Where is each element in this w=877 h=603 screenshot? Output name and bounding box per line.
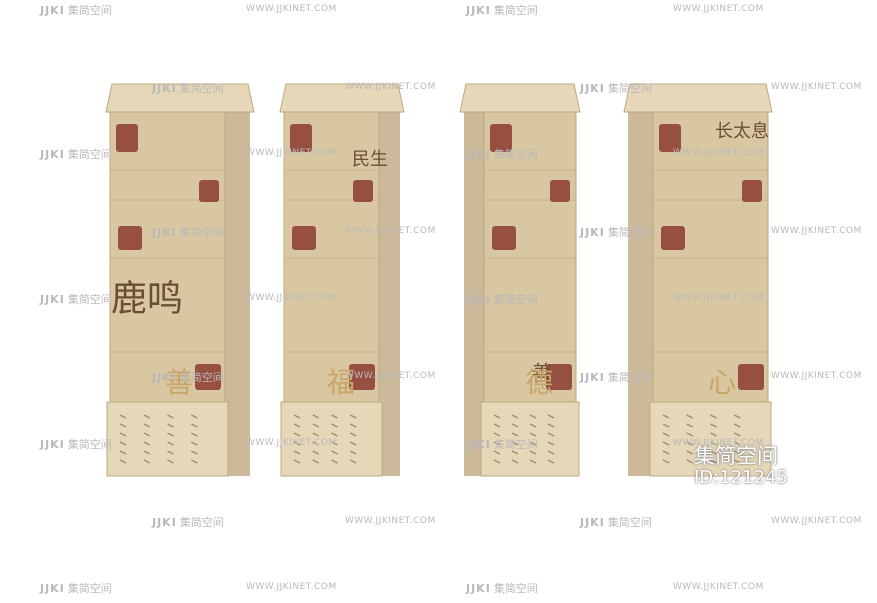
watermark-site: WWW.JJKINET.COM: [673, 293, 764, 303]
carved-characters: 德: [525, 366, 553, 399]
seal-stamp: [353, 180, 373, 202]
seal-stamp: [550, 180, 570, 202]
carved-characters: 心: [708, 366, 736, 399]
watermark-site: WWW.JJKINET.COM: [673, 582, 764, 592]
pillar-1: 鹿鸣善: [105, 83, 255, 477]
watermark-site: WWW.JJKINET.COM: [246, 148, 337, 158]
seal-stamp: [195, 364, 221, 390]
watermark-site: WWW.JJKINET.COM: [345, 371, 436, 381]
seal-stamp: [659, 124, 681, 152]
watermark-site: WWW.JJKINET.COM: [345, 226, 436, 236]
seal-stamp: [492, 226, 516, 250]
watermark-site: WWW.JJKINET.COM: [246, 438, 337, 448]
watermark-site: WWW.JJKINET.COM: [345, 82, 436, 92]
carved-characters: 善: [532, 362, 553, 386]
seal-stamp: [118, 226, 142, 250]
seal-stamp: [199, 180, 219, 202]
watermark-site: WWW.JJKINET.COM: [771, 82, 862, 92]
carved-characters: 长太息: [715, 121, 769, 142]
watermark-site: WWW.JJKINET.COM: [246, 293, 337, 303]
carved-characters: 民生: [352, 149, 388, 170]
watermark-site: WWW.JJKINET.COM: [673, 438, 764, 448]
pillar-2: 民生福: [279, 83, 405, 477]
seal-stamp: [349, 364, 375, 390]
watermark-site: WWW.JJKINET.COM: [771, 226, 862, 236]
seal-stamp: [290, 124, 312, 152]
seal-stamp: [738, 364, 764, 390]
watermark-site: WWW.JJKINET.COM: [673, 148, 764, 158]
seal-stamp: [292, 226, 316, 250]
seal-stamp: [546, 364, 572, 390]
watermark-site: WWW.JJKINET.COM: [771, 371, 862, 381]
watermark-site: WWW.JJKINET.COM: [246, 582, 337, 592]
seal-stamp: [742, 180, 762, 202]
id-watermark: ID:121245: [694, 467, 788, 488]
carved-characters: 鹿鸣: [111, 278, 183, 319]
pillar-3: 善德: [459, 83, 581, 477]
seal-stamp: [116, 124, 138, 152]
brand-watermark: 集简空间: [694, 444, 778, 468]
watermark-site: WWW.JJKINET.COM: [673, 4, 764, 14]
seal-stamp: [490, 124, 512, 152]
watermark-site: WWW.JJKINET.COM: [345, 516, 436, 526]
seal-stamp: [661, 226, 685, 250]
watermark-site: WWW.JJKINET.COM: [246, 4, 337, 14]
watermark-site: WWW.JJKINET.COM: [771, 516, 862, 526]
carved-characters: 福: [327, 366, 355, 399]
carved-characters: 善: [165, 366, 193, 399]
